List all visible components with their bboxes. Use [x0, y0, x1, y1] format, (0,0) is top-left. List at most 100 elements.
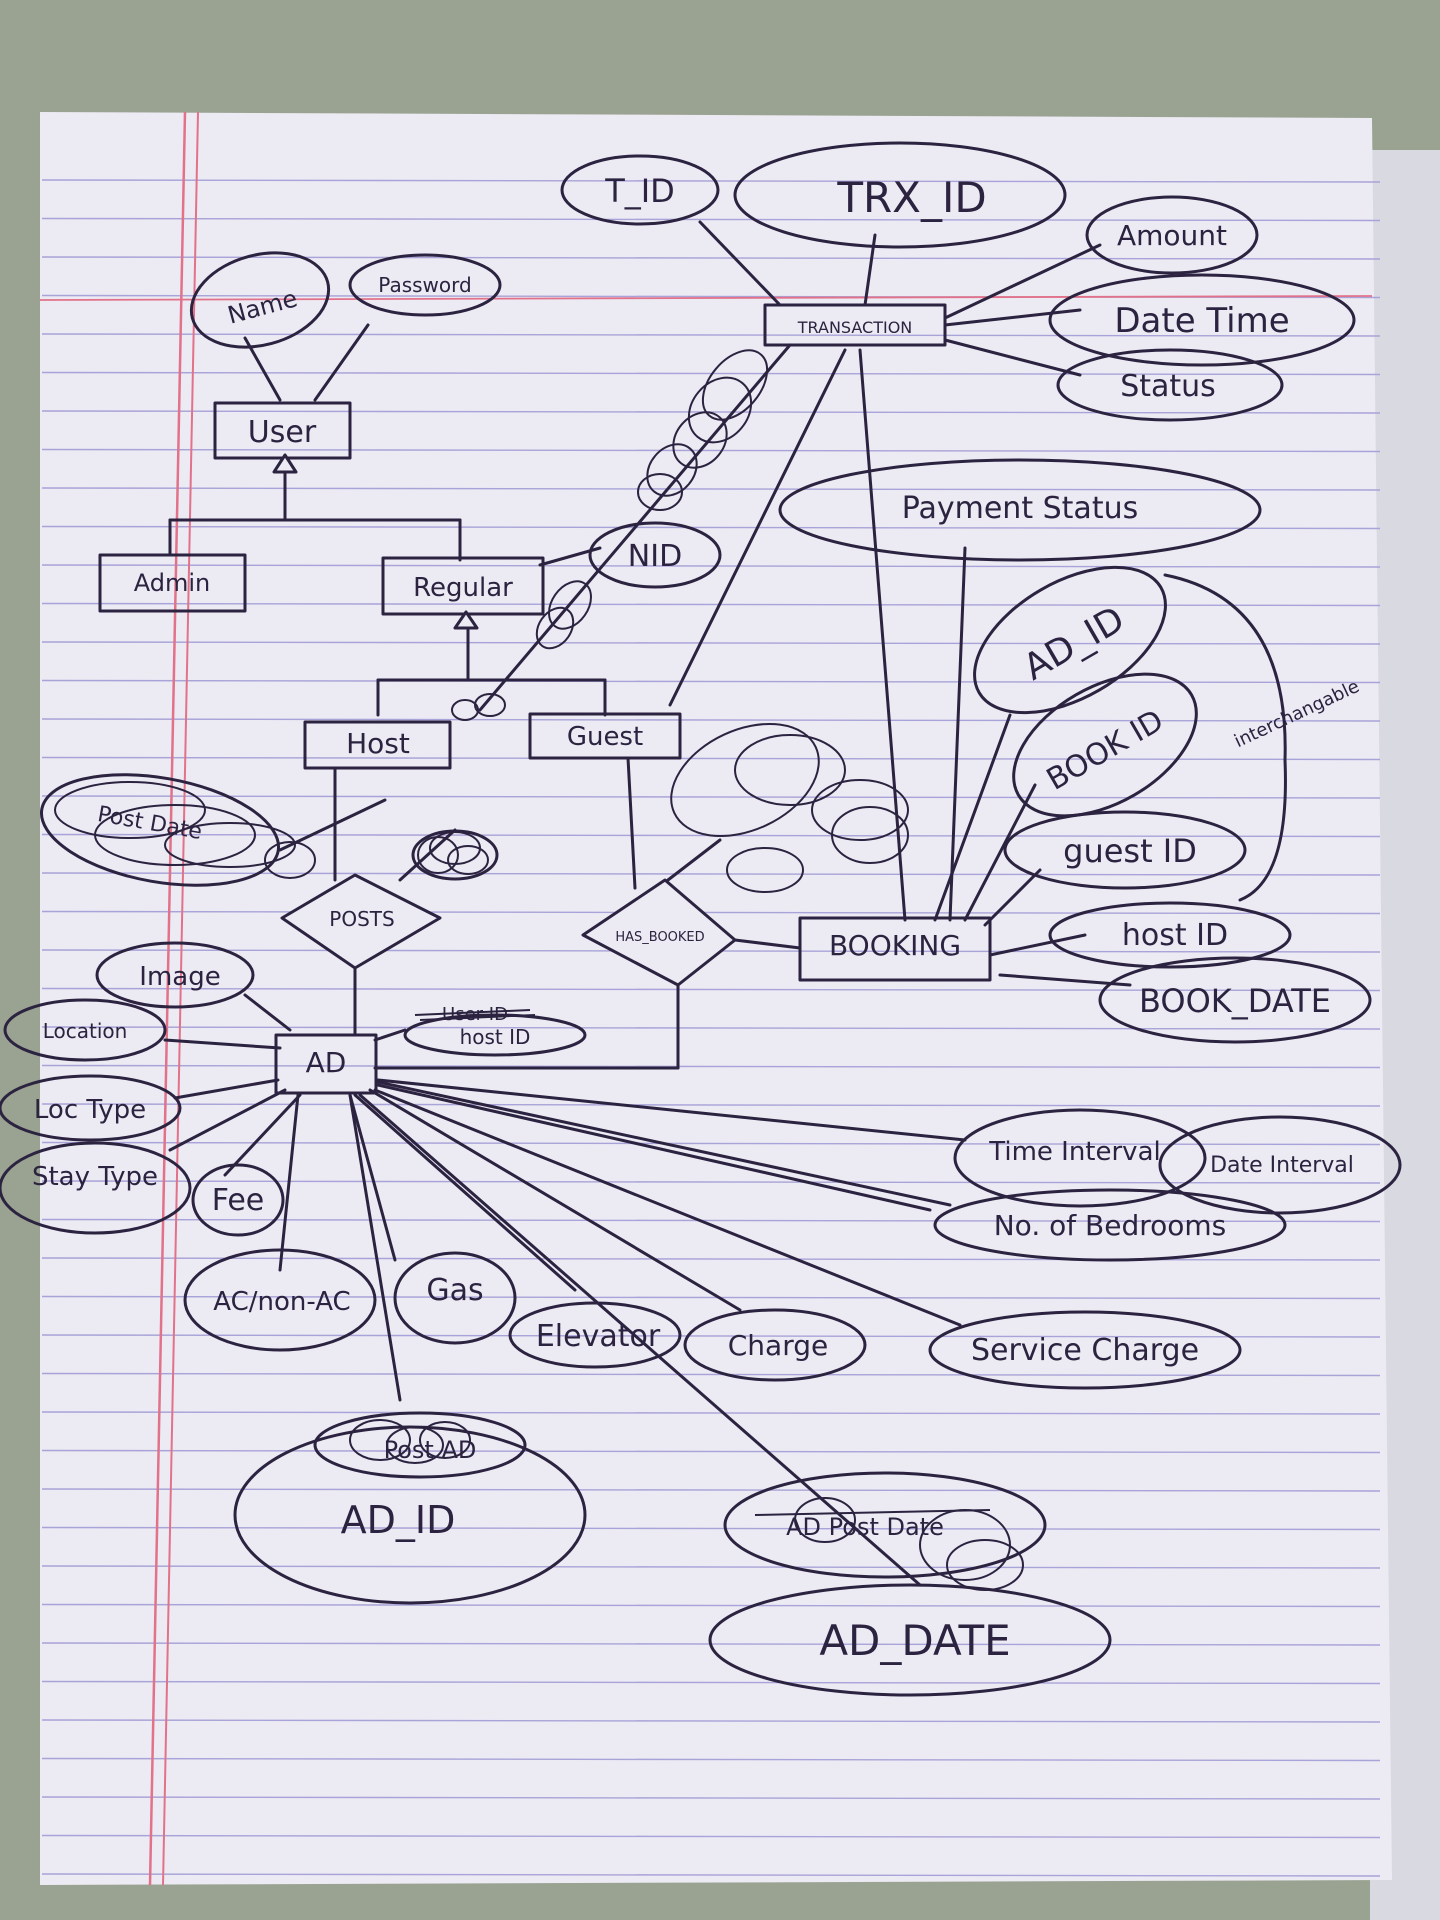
entity-ad-label: AD [306, 1046, 347, 1079]
relationship-has-booked [581, 878, 737, 987]
attr-time-interval-label: Time Interval [988, 1137, 1160, 1167]
header-line [39, 295, 1373, 301]
attr-fee [191, 1163, 285, 1237]
isa-triangle-user [272, 453, 298, 474]
ruled-line [41, 1295, 1381, 1300]
entity-ad [274, 1033, 378, 1095]
attr-ad-date [708, 1583, 1112, 1697]
attr-ad-date-struck [723, 1471, 1047, 1579]
ruled-line [41, 987, 1381, 992]
attr-stay-type [0, 1141, 192, 1235]
attr-ad-host-id-label: host ID [460, 1025, 531, 1049]
attr-payment-status-label: Payment Status [902, 491, 1138, 526]
attr-elevator [508, 1301, 682, 1369]
ruled-line [41, 487, 1381, 491]
attr-ad-date-label: AD_DATE [819, 1616, 1010, 1665]
entity-admin-label: Admin [134, 569, 211, 597]
attr-ad-id-struck [313, 1411, 527, 1479]
relationship-has-booked-label: HAS_BOOKED [615, 930, 704, 945]
attr-loc-type-label: Loc Type [34, 1095, 146, 1125]
ruled-line [41, 1218, 1381, 1223]
attr-book-date-label: BOOK_DATE [1139, 982, 1331, 1020]
margin-line [162, 111, 199, 1886]
entity-admin [98, 553, 247, 613]
attr-guest-id-label: guest ID [1063, 832, 1197, 870]
attr-ad-user-id-struck-label: User ID [442, 1004, 508, 1025]
attr-trx-id-label: TRX_ID [836, 173, 986, 222]
attr-no-of-bedrooms-label: No. of Bedrooms [994, 1209, 1227, 1242]
ruled-line [41, 1334, 1381, 1338]
attr-time-interval [953, 1108, 1207, 1208]
ruled-line [41, 718, 1381, 722]
attr-amount-label: Amount [1117, 219, 1227, 252]
entity-host [303, 720, 452, 770]
ruled-line [41, 1873, 1381, 1877]
attr-t-id-label: T_ID [604, 172, 675, 210]
ruled-line [41, 333, 1381, 337]
attr-service-charge-label: Service Charge [971, 1333, 1199, 1368]
attr-ac-non-ac [183, 1248, 377, 1352]
ruled-line [41, 756, 1381, 761]
attr-date-time [1048, 273, 1356, 367]
attr-ad-id-struck-label: Post AD [384, 1436, 477, 1464]
attr-ac-non-ac-label: AC/non-AC [213, 1287, 350, 1317]
attr-loc-type [0, 1074, 182, 1142]
ruled-line [41, 1026, 1381, 1030]
ruled-line [41, 525, 1381, 530]
ruled-line [41, 1449, 1381, 1454]
entity-booking [798, 916, 992, 982]
ruled-line [41, 1064, 1381, 1069]
notebook-page [40, 112, 1392, 1885]
attr-payment-status [778, 458, 1262, 562]
entity-regular-label: Regular [413, 573, 513, 603]
attr-status [1056, 348, 1284, 422]
entity-user-label: User [248, 415, 317, 450]
attr-amount [1085, 195, 1259, 275]
entity-host-label: Host [346, 727, 410, 760]
attr-charge-label: Charge [728, 1329, 828, 1362]
attr-password [348, 253, 502, 317]
ruled-line [41, 1565, 1381, 1569]
connection-lines [163, 220, 1287, 1587]
ruled-line [41, 1757, 1381, 1762]
attr-fee-label: Fee [212, 1183, 265, 1218]
attr-ad-id-label: AD_ID [341, 1498, 456, 1542]
ruled-line [41, 1719, 1381, 1723]
attr-host-id [1048, 901, 1292, 969]
entity-booking-label: BOOKING [829, 929, 961, 962]
attr-host-id-label: host ID [1122, 918, 1228, 953]
ruled-line [41, 1103, 1381, 1107]
attr-date-interval [1158, 1115, 1402, 1215]
attr-charge [683, 1308, 867, 1382]
attr-t-id [560, 154, 720, 226]
ruled-lines [41, 179, 1381, 1877]
attr-service-charge [928, 1310, 1242, 1390]
attr-gas [393, 1251, 517, 1345]
ruled-line [41, 1680, 1381, 1685]
ruled-line [41, 795, 1381, 799]
ruled-line [41, 179, 1381, 183]
attr-nid-label: NID [628, 539, 682, 574]
attr-book-date [1098, 956, 1372, 1044]
attr-no-of-bedrooms [933, 1188, 1287, 1262]
ruled-line [41, 1372, 1381, 1377]
ruled-line [41, 872, 1381, 876]
ruled-line [41, 1834, 1381, 1839]
ruled-line [41, 679, 1381, 684]
attr-status-label: Status [1120, 369, 1216, 404]
attr-location-label: Location [43, 1019, 128, 1043]
entity-guest-label: Guest [567, 722, 643, 752]
scribble-marks [54, 349, 1024, 1591]
isa-triangle-regular [453, 610, 479, 630]
entity-transaction [763, 303, 947, 347]
attr-password-label: Password [378, 273, 471, 297]
ruled-line [41, 448, 1381, 453]
attr-image-label: Image [139, 962, 220, 992]
attr-stay-type-label: Stay Type [32, 1162, 158, 1192]
ruled-line [41, 217, 1381, 222]
attr-elevator-label: Elevator [536, 1319, 661, 1354]
attr-post-date [39, 773, 281, 887]
ruled-line [41, 256, 1381, 260]
